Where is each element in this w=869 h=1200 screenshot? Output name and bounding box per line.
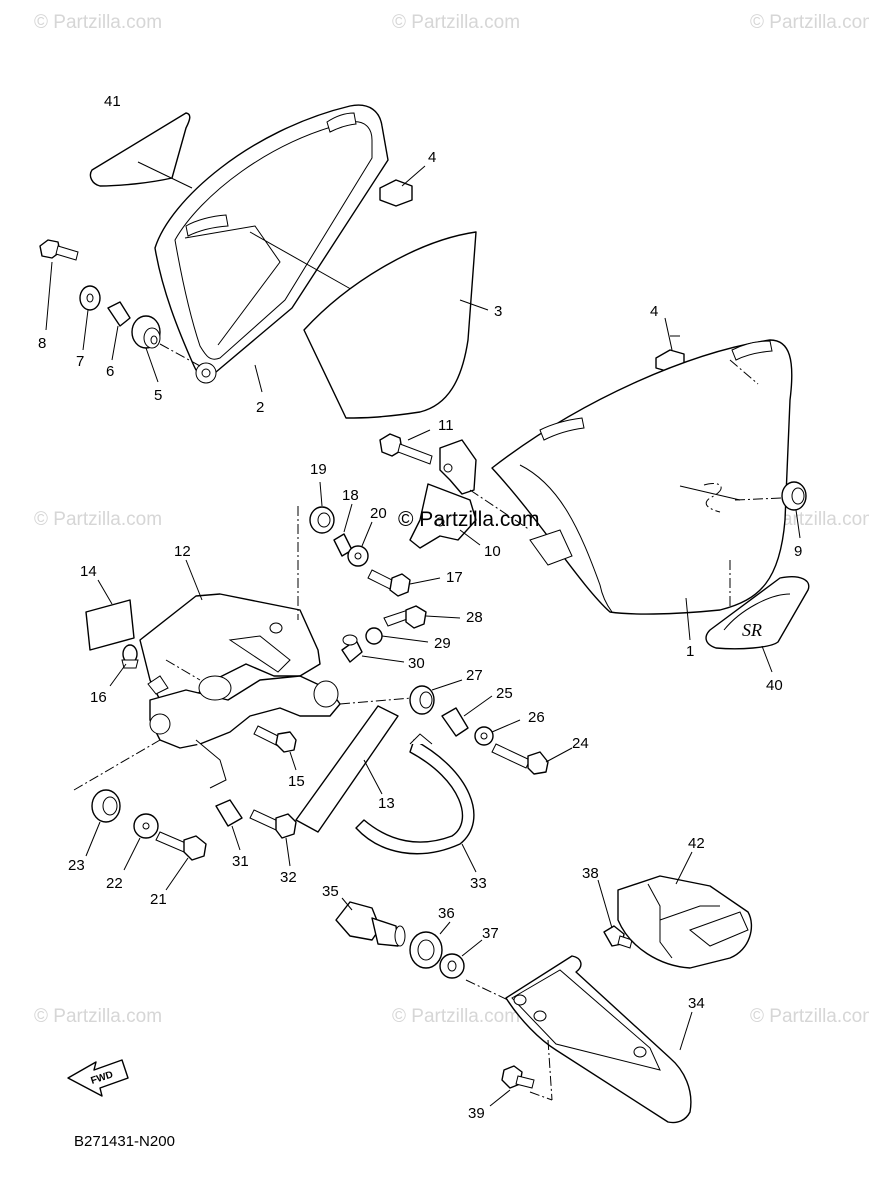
part-39-bolt	[501, 1065, 535, 1089]
callout-37: 37	[482, 925, 499, 942]
part-17-bolt	[367, 569, 411, 597]
watermark-center: © Partzilla.com	[398, 508, 540, 531]
callout-6: 6	[106, 363, 114, 380]
part-1-right-side-cover	[491, 339, 793, 615]
watermark-top-left: © Partzilla.com	[34, 12, 162, 33]
part-15-bolt	[253, 725, 297, 753]
callout-12: 12	[174, 543, 191, 560]
part-42-tool-kit	[617, 875, 753, 969]
callout-19: 19	[310, 461, 327, 478]
part-40-sr-emblem: SR	[705, 576, 810, 650]
part-8-bolt	[39, 239, 79, 261]
part-32-bolt	[249, 809, 297, 839]
callout-16: 16	[90, 689, 107, 706]
part-9-grommet	[781, 481, 807, 511]
diagram-code: B271431-N200	[74, 1133, 175, 1150]
callout-23: 23	[68, 857, 85, 874]
callout-33: 33	[470, 875, 487, 892]
part-4-clip-upper	[379, 179, 413, 207]
callout-35: 35	[322, 883, 339, 900]
callout-13: 13	[378, 795, 395, 812]
watermark-bottom-right: © Partzilla.com	[750, 1006, 869, 1027]
callout-2: 2	[256, 399, 264, 416]
fwd-arrow-icon: FWD	[67, 1059, 129, 1097]
callout-38: 38	[582, 865, 599, 882]
callout-27: 27	[466, 667, 483, 684]
part-6-collar	[107, 301, 131, 327]
part-31-nut	[215, 799, 243, 827]
part-16-grommet	[121, 644, 139, 669]
part-10-lock-bracket	[409, 439, 477, 549]
svg-text:SR: SR	[742, 620, 762, 640]
part-23-grommet	[91, 789, 121, 823]
callout-21: 21	[150, 891, 167, 908]
watermark-top-center: © Partzilla.com	[392, 12, 520, 33]
part-19-grommet	[309, 506, 335, 534]
callout-18: 18	[342, 487, 359, 504]
callout-1: 1	[686, 643, 694, 660]
callout-5: 5	[154, 387, 162, 404]
part-3-panel	[303, 231, 477, 419]
callout-9: 9	[794, 543, 802, 560]
callout-11: 11	[438, 417, 454, 434]
callout-15: 15	[288, 773, 305, 790]
callout-34: 34	[688, 995, 705, 1012]
watermark-bottom-left: © Partzilla.com	[34, 1006, 162, 1027]
callout-3: 3	[494, 303, 502, 320]
part-5-grommet	[131, 315, 161, 349]
callout-8: 8	[38, 335, 46, 352]
part-30-collar	[341, 634, 363, 663]
callout-7: 7	[76, 353, 84, 370]
callout-20: 20	[370, 505, 387, 522]
part-24-bolt	[491, 743, 549, 775]
callout-40: 40	[766, 677, 783, 694]
callout-14: 14	[80, 563, 97, 580]
part-35-lock-cylinder	[335, 901, 406, 947]
callout-29: 29	[434, 635, 451, 652]
part-21-bolt	[155, 831, 207, 861]
callout-25: 25	[496, 685, 513, 702]
callout-36: 36	[438, 905, 455, 922]
part-27-grommet	[409, 685, 435, 715]
part-2-left-side-cover	[154, 104, 389, 384]
part-11-bolt	[379, 433, 433, 465]
part-36-nut	[409, 931, 443, 969]
callout-labels: 1 2 3 4 4 5 6 7 8 9 10 11 12 13 14 15 16…	[38, 93, 802, 1122]
callout-4-upper: 4	[428, 149, 436, 166]
callout-41: 41	[104, 93, 121, 110]
part-29-washer	[365, 627, 383, 645]
part-41-emblem	[89, 112, 191, 187]
part-28-bolt	[383, 605, 427, 629]
callout-17: 17	[446, 569, 463, 586]
part-33-strap	[355, 733, 475, 855]
watermarks: © Partzilla.com © Partzilla.com © Partzi…	[34, 12, 869, 1027]
part-34-toolbox-tray	[505, 955, 692, 1124]
callout-28: 28	[466, 609, 483, 626]
callout-26: 26	[528, 709, 545, 726]
part-12-main-bracket	[139, 593, 341, 789]
callout-30: 30	[408, 655, 425, 672]
callout-31: 31	[232, 853, 249, 870]
watermark-bottom-center: © Partzilla.com	[392, 1006, 520, 1027]
callout-22: 22	[106, 875, 123, 892]
part-25-collar	[441, 707, 469, 737]
callout-39: 39	[468, 1105, 485, 1122]
watermark-top-right: © Partzilla.com	[750, 12, 869, 33]
watermark-mid-left: © Partzilla.com	[34, 509, 162, 530]
part-14-pad	[85, 599, 135, 651]
callout-4-right: 4	[650, 303, 658, 320]
callout-42: 42	[688, 835, 705, 852]
callout-32: 32	[280, 869, 297, 886]
part-38-fastener	[603, 925, 633, 949]
callout-10: 10	[484, 543, 501, 560]
part-13-strip	[295, 705, 399, 833]
callout-24: 24	[572, 735, 589, 752]
